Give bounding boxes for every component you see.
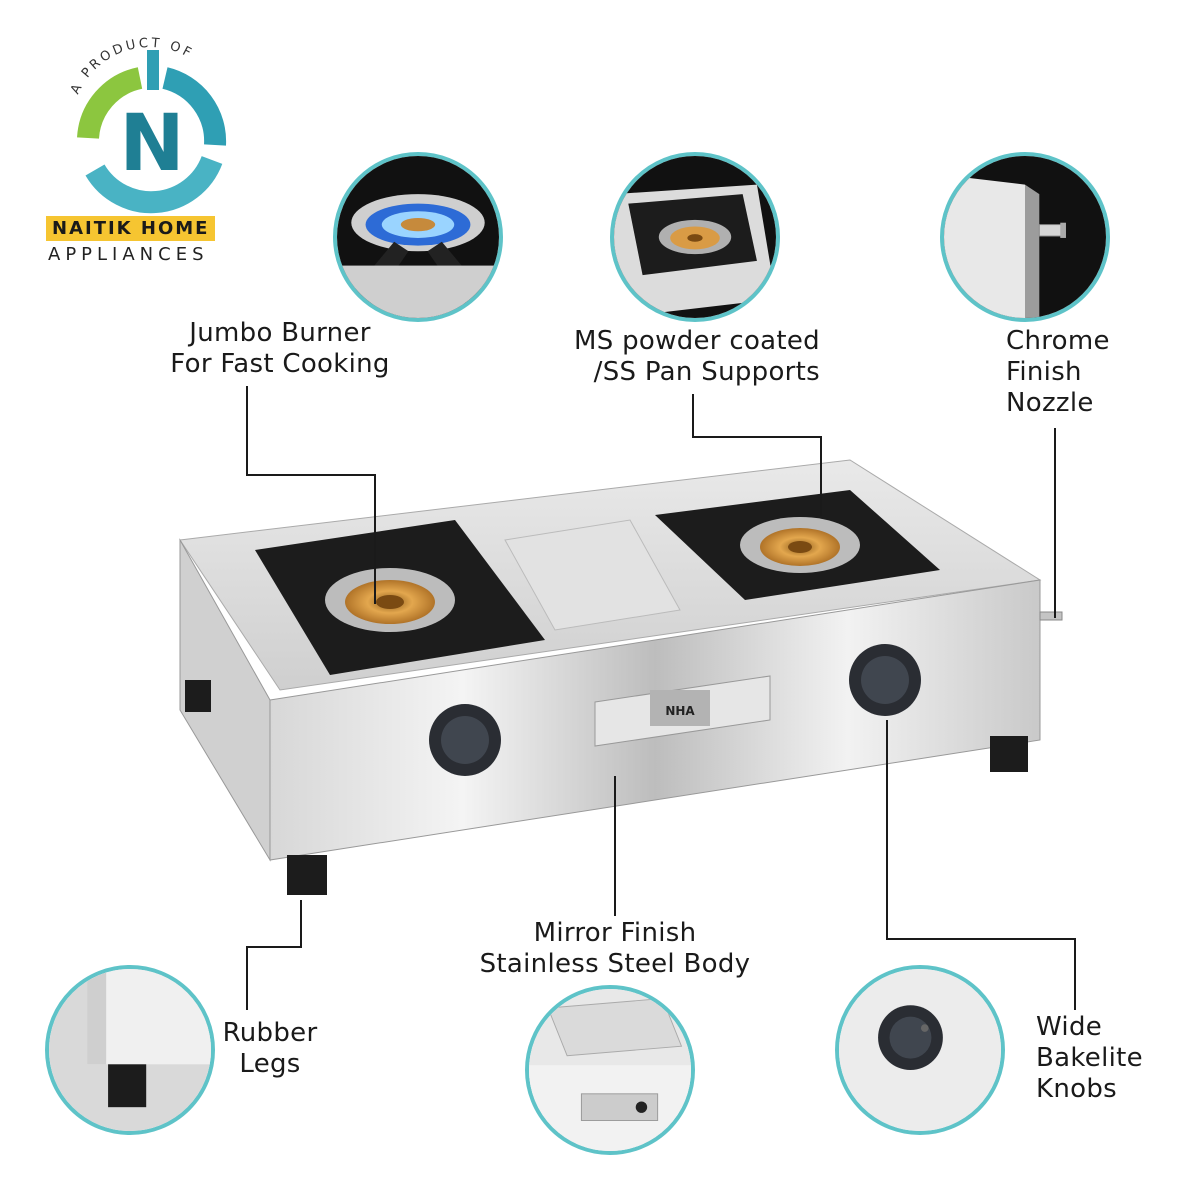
feature-line: Legs: [239, 1049, 301, 1079]
leader-rubber-legs: [246, 946, 248, 1010]
feature-line: Stainless Steel Body: [479, 949, 751, 979]
feature-line: Rubber: [222, 1018, 318, 1048]
feature-line: /SS Pan Supports: [593, 357, 820, 387]
nozzle-icon: [944, 156, 1106, 318]
leader-rubber-legs: [300, 900, 302, 948]
burner-detail-circle: [333, 152, 503, 322]
stove-image: NHA: [160, 440, 1070, 910]
brand-name-line1: NAITIK HOME: [46, 216, 216, 241]
nozzle-detail-circle: [940, 152, 1110, 322]
leader-pan-support: [820, 436, 822, 516]
steel-body-detail-circle: [525, 985, 695, 1155]
leader-knobs: [886, 938, 1076, 940]
burner-flame-icon: [337, 156, 499, 318]
leader-pan-support: [692, 436, 822, 438]
feature-label-steel-body: Mirror Finish Stainless Steel Body: [455, 918, 775, 980]
feature-line: Bakelite: [1036, 1043, 1143, 1073]
leader-jumbo-burner: [246, 386, 248, 476]
pan-support-icon: [614, 156, 776, 318]
leader-knobs: [886, 720, 888, 940]
leader-steel-body: [614, 776, 616, 916]
feature-label-jumbo-burner: Jumbo Burner For Fast Cooking: [140, 318, 420, 380]
leader-rubber-legs: [246, 946, 302, 948]
knob-icon: [839, 969, 1001, 1131]
rubber-legs-detail-circle: [45, 965, 215, 1135]
feature-line: Nozzle: [1006, 388, 1094, 418]
feature-label-nozzle: Chrome Finish Nozzle: [1006, 326, 1186, 419]
feature-line: Jumbo Burner: [189, 318, 371, 348]
leader-jumbo-burner: [374, 474, 376, 604]
feature-label-rubber-legs: Rubber Legs: [200, 1018, 340, 1080]
feature-line: Knobs: [1036, 1074, 1117, 1104]
knob-detail-circle: [835, 965, 1005, 1135]
logo-ring-icon: A PRODUCT OF N: [68, 36, 227, 214]
feature-label-knobs: Wide Bakelite Knobs: [1036, 1012, 1196, 1105]
rubber-leg-icon: [49, 969, 211, 1131]
feature-line: MS powder coated: [574, 326, 820, 356]
logo-letter: N: [119, 99, 184, 189]
feature-line: Chrome: [1006, 326, 1110, 356]
plate-brand: NHA: [665, 704, 695, 718]
pan-support-detail-circle: [610, 152, 780, 322]
leader-nozzle: [1054, 428, 1056, 618]
feature-line: Wide: [1036, 1012, 1103, 1042]
brand-name-line2: APPLIANCES: [48, 244, 209, 265]
feature-line: For Fast Cooking: [170, 349, 390, 379]
leader-knobs: [1074, 938, 1076, 1010]
leader-pan-support: [692, 394, 694, 438]
feature-label-pan-support: MS powder coated /SS Pan Supports: [530, 326, 820, 388]
steel-body-icon: [529, 989, 691, 1151]
feature-line: Finish: [1006, 357, 1082, 387]
leader-jumbo-burner: [246, 474, 376, 476]
brand-logo: A PRODUCT OF N NAITIK HOME APPLIANCES: [40, 20, 260, 270]
feature-line: Mirror Finish: [533, 918, 697, 948]
